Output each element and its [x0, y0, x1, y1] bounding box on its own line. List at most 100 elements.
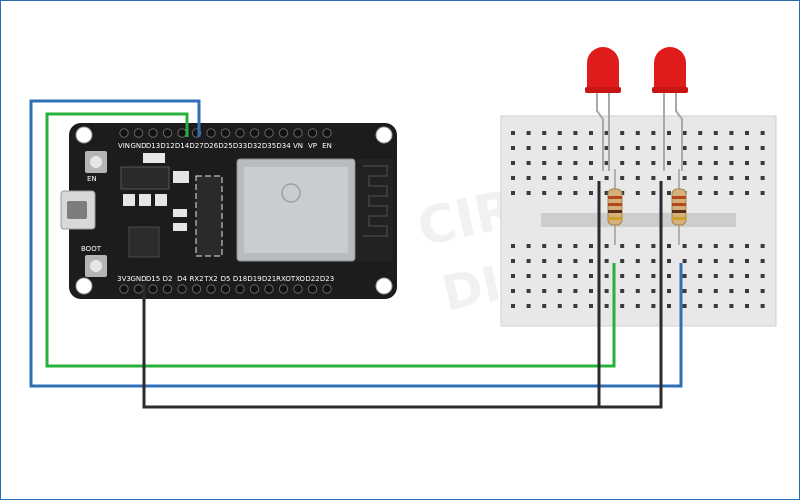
bottom-pin-label: D19 [247, 275, 261, 283]
breadboard-hole [604, 191, 609, 195]
header-pin [162, 284, 173, 294]
breadboard-hole [604, 176, 609, 180]
breadboard-hole [511, 176, 515, 180]
breadboard-hole [511, 146, 515, 150]
breadboard-hole [667, 131, 671, 135]
breadboard-hole [713, 289, 718, 293]
top-pin-label: D26 [204, 142, 219, 150]
component-smd [173, 209, 187, 217]
header-pin [206, 128, 216, 138]
top-pin-label: D14 [175, 142, 190, 150]
breadboard-hole [589, 244, 593, 248]
breadboard [500, 115, 777, 327]
breadboard-hole [682, 244, 687, 248]
breadboard-hole [620, 176, 625, 180]
breadboard-hole [760, 161, 765, 165]
header-pin [177, 128, 187, 138]
bottom-pin-label: D18 [233, 275, 247, 283]
led-2-rim [652, 87, 688, 93]
resistor-band [608, 217, 622, 220]
header-pin [220, 284, 231, 294]
bottom-pin-label: D22 [305, 275, 319, 283]
breadboard-hole [729, 146, 734, 150]
boot-button-label: BOOT [81, 245, 102, 253]
led-2-leg-anode [675, 93, 683, 171]
header-pin [133, 128, 144, 138]
header-pin [206, 284, 216, 294]
bottom-pin-label: RX2 [189, 275, 203, 283]
breadboard-hole [620, 161, 625, 165]
header-pin [177, 284, 187, 294]
led-1 [585, 47, 621, 171]
breadboard-hole [698, 274, 703, 278]
breadboard-hole [526, 146, 531, 150]
breadboard-hole [573, 161, 578, 165]
breadboard-hole [604, 304, 609, 308]
breadboard-hole [557, 244, 562, 248]
breadboard-hole [651, 304, 656, 308]
header-pin [191, 284, 202, 294]
header-pin [293, 128, 303, 138]
breadboard-hole [635, 259, 640, 263]
top-pin-label: VIN [118, 142, 130, 150]
breadboard-hole [667, 274, 671, 278]
mount-hole [75, 126, 93, 144]
breadboard-hole [526, 304, 531, 308]
header-pin [307, 128, 318, 138]
breadboard-hole [745, 131, 749, 135]
breadboard-hole [542, 289, 547, 293]
breadboard-hole [682, 289, 687, 293]
bottom-pin-label: 3V3 [117, 275, 131, 283]
header-pin [278, 128, 289, 138]
bottom-pin-label: TX2 [203, 275, 218, 283]
breadboard-hole [698, 131, 703, 135]
breadboard-hole [713, 176, 718, 180]
breadboard-hole [651, 289, 656, 293]
breadboard-hole [729, 289, 734, 293]
breadboard-hole [620, 244, 625, 248]
breadboard-hole [589, 289, 593, 293]
breadboard-hole [745, 274, 749, 278]
breadboard-hole [526, 274, 531, 278]
top-pin-label: VN [293, 142, 303, 150]
breadboard-hole [557, 176, 562, 180]
header-pin [264, 284, 274, 294]
breadboard-hole [604, 259, 609, 263]
breadboard-hole [557, 289, 562, 293]
breadboard-hole [635, 161, 640, 165]
breadboard-hole [526, 244, 531, 248]
bottom-pin-label: D21 [262, 275, 276, 283]
breadboard-hole [557, 191, 562, 195]
breadboard-hole [729, 131, 734, 135]
led-2 [652, 47, 688, 171]
breadboard-hole [589, 146, 593, 150]
breadboard-hole [729, 176, 734, 180]
breadboard-hole [698, 289, 703, 293]
bottom-pin-label: D23 [320, 275, 334, 283]
breadboard-hole [589, 304, 593, 308]
top-pin-label: D27 [189, 142, 203, 150]
bottom-pin-label: D15 [146, 275, 160, 283]
header-pin [278, 284, 289, 294]
boot-button-cap [90, 260, 102, 272]
voltage-regulator [120, 166, 170, 190]
breadboard-hole [542, 146, 547, 150]
breadboard-hole [542, 131, 547, 135]
breadboard-hole [589, 259, 593, 263]
top-pin-label: VP [308, 142, 317, 150]
breadboard-hole [698, 304, 703, 308]
resistor-band [672, 203, 686, 206]
led-1-body [587, 47, 619, 89]
bottom-pin-label: GND [130, 275, 146, 283]
resistor-band [672, 196, 686, 199]
breadboard-hole [729, 244, 734, 248]
breadboard-hole [713, 191, 718, 195]
breadboard-hole [713, 304, 718, 308]
top-pin-label: EN [322, 142, 332, 150]
resistor-band [608, 196, 622, 199]
breadboard-hole [682, 161, 687, 165]
breadboard-hole [542, 161, 547, 165]
breadboard-hole [573, 146, 578, 150]
en-button-cap [90, 156, 102, 168]
